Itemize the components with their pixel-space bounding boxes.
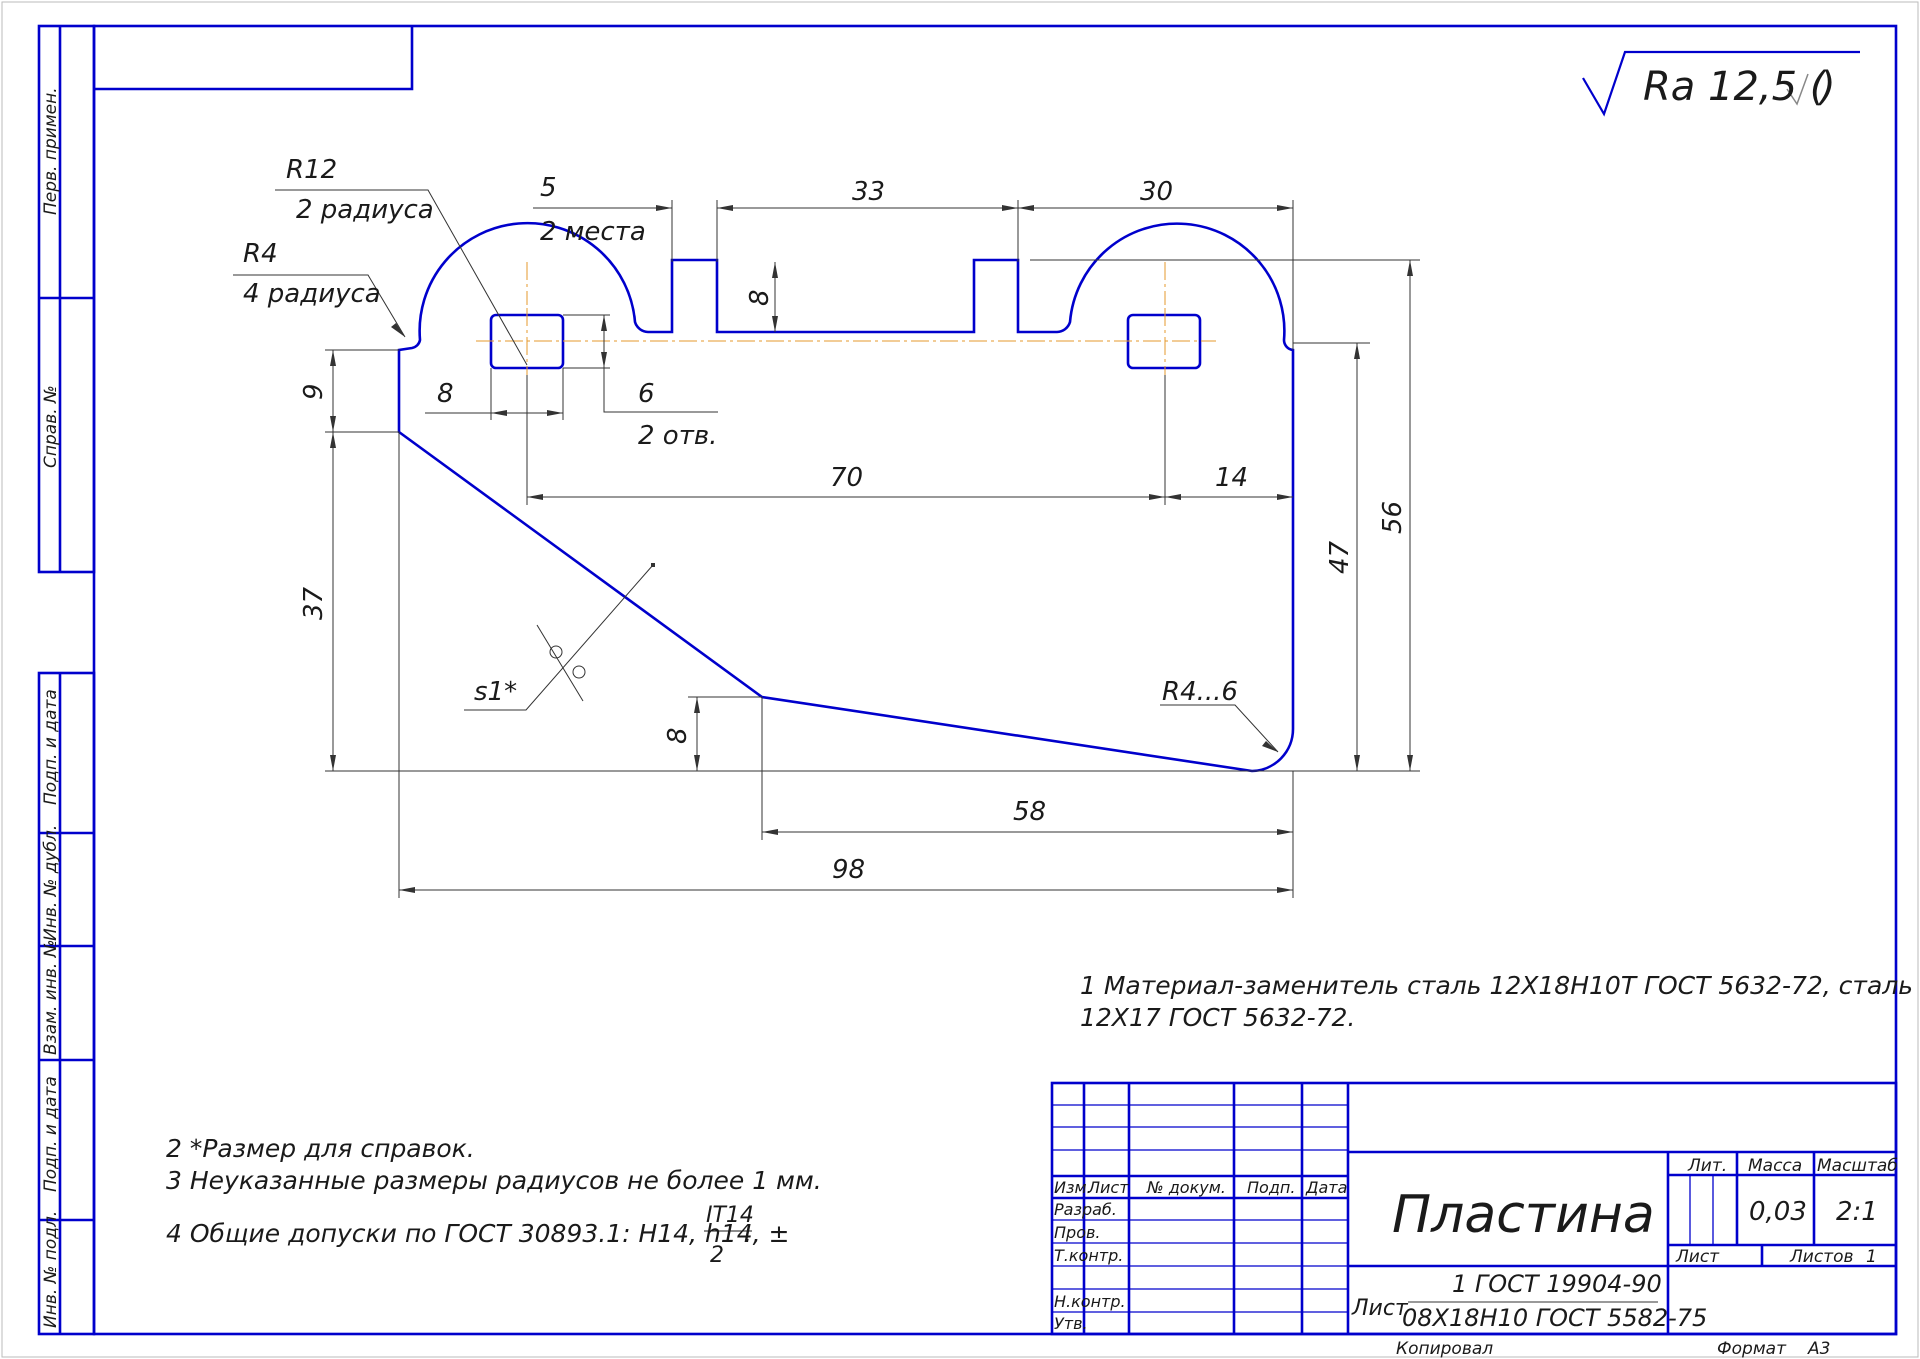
tb-format: Формат — [1717, 1339, 1787, 1359]
note-3: 3 Неуказанные размеры радиусов не более … — [166, 1166, 822, 1195]
title-block-frame — [1050, 1081, 1898, 1336]
tb-podp: Подп. — [1247, 1178, 1295, 1197]
tb-izm: Изм. — [1054, 1178, 1092, 1197]
dim-98: 98 — [832, 855, 865, 885]
tb-tkontr: Т.контр. — [1054, 1246, 1123, 1265]
dimension-lines — [233, 189, 1420, 898]
dim-r46: R4...6 — [1162, 677, 1238, 707]
arrowheads — [330, 205, 1413, 893]
tb-format-value: А3 — [1807, 1339, 1830, 1359]
dim-8-hole: 8 — [437, 379, 454, 409]
tb-razrab: Разраб. — [1054, 1200, 1117, 1219]
dim-47: 47 — [1325, 540, 1355, 574]
side-perv: Перв. примен. — [41, 87, 61, 215]
top-left-box — [94, 26, 414, 91]
note-4: 4 Общие допуски по ГОСТ 30893.1: H14, h1… — [166, 1219, 789, 1248]
part-contour — [397, 221, 1295, 773]
dim-r12-note: 2 радиуса — [296, 195, 434, 225]
dim-6: 6 — [638, 379, 655, 409]
s1-mark-b — [572, 665, 586, 679]
s1-point — [651, 563, 655, 567]
centerlines — [476, 262, 1216, 375]
tb-dokum: № докум. — [1146, 1178, 1226, 1197]
roughness-symbol — [1582, 50, 1860, 117]
tb-data: Дата — [1305, 1178, 1347, 1197]
dim-9: 9 — [299, 383, 329, 400]
roughness-label: Ra 12,5 ( — [1643, 64, 1828, 110]
dim-58: 58 — [1013, 797, 1046, 827]
note-1-line1: 1 Материал-заменитель сталь 12Х18Н10Т ГО… — [1080, 971, 1913, 1000]
note-4-numerator: IT14 — [706, 1203, 754, 1228]
side-inv-podl: Инв. № подл. — [41, 1211, 61, 1328]
s1-mark-a — [549, 645, 563, 659]
tb-list: Лист — [1087, 1178, 1129, 1197]
dim-70: 70 — [830, 463, 863, 493]
tb-sheet: Лист — [1675, 1247, 1720, 1267]
side-sprav: Справ. № — [41, 385, 61, 468]
dim-5: 5 — [540, 173, 557, 203]
tb-lit: Лит. — [1687, 1156, 1727, 1176]
tb-masshtab: Масштаб — [1817, 1156, 1898, 1176]
note-4-denominator: 2 — [710, 1243, 724, 1268]
side-strip — [37, 24, 96, 1336]
tb-material-bottom: 08Х18Н10 ГОСТ 5582-75 — [1402, 1304, 1707, 1332]
dim-6-note: 2 отв. — [638, 421, 717, 451]
side-inv-dubl: Инв. № дубл. — [41, 825, 61, 941]
note-4-end: . — [744, 1219, 752, 1248]
side-podp1: Подп. и дата — [41, 689, 61, 805]
dim-s1: s1* — [474, 677, 517, 707]
tb-utv: Утв. — [1054, 1314, 1088, 1333]
dim-5-note: 2 места — [540, 217, 646, 247]
dim-8-bottom: 8 — [663, 727, 693, 744]
tb-scale-value: 2:1 — [1836, 1197, 1878, 1227]
tb-massa: Масса — [1748, 1156, 1802, 1176]
tb-sheets: Листов — [1789, 1247, 1854, 1267]
dim-14: 14 — [1215, 463, 1248, 493]
dim-33: 33 — [852, 177, 885, 207]
note-1-line2: 12Х17 ГОСТ 5632-72. — [1080, 1003, 1355, 1032]
tb-massa-value: 0,03 — [1749, 1197, 1807, 1227]
dim-r4-note: 4 радиуса — [243, 279, 381, 309]
tb-part-name: Пластина — [1392, 1185, 1655, 1245]
tb-kopiroval: Копировал — [1396, 1339, 1493, 1359]
dim-56: 56 — [1378, 501, 1408, 534]
dim-r12: R12 — [286, 155, 337, 185]
side-podp2: Подп. и дата — [41, 1076, 61, 1192]
side-vzam: Взам. инв. № — [41, 940, 61, 1055]
tb-sheets-value: 1 — [1866, 1247, 1877, 1267]
roughness-close: ) — [1817, 64, 1836, 110]
tb-prov: Пров. — [1054, 1223, 1101, 1242]
dim-30: 30 — [1140, 177, 1173, 207]
dim-8-slot: 8 — [745, 289, 775, 306]
dim-r4: R4 — [243, 239, 278, 269]
dim-37: 37 — [299, 586, 329, 620]
tb-material-prefix: Лист — [1351, 1296, 1409, 1321]
tb-material-top: 1 ГОСТ 19904-90 — [1452, 1270, 1662, 1298]
note-2: 2 *Размер для справок. — [166, 1134, 475, 1163]
tb-nkontr: Н.контр. — [1054, 1292, 1126, 1311]
